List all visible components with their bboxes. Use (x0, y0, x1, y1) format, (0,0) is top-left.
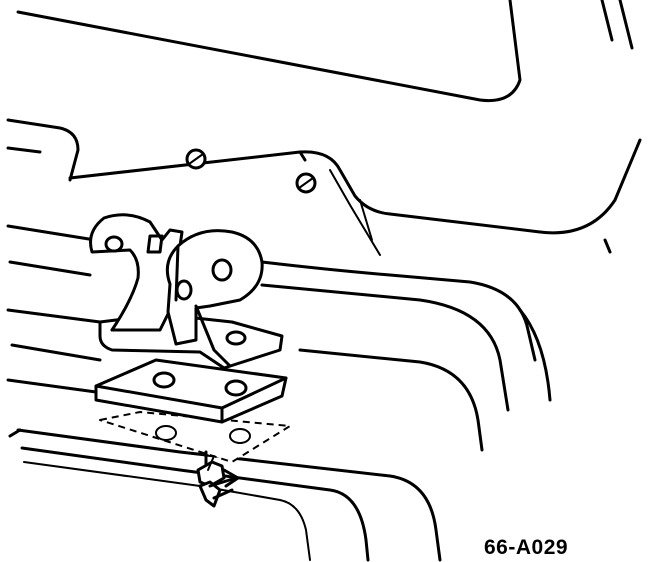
gasket (99, 411, 291, 463)
body-lines (6, 224, 612, 452)
hinge (89, 213, 284, 370)
spacer-plate (94, 358, 288, 424)
panel-screw-left (185, 148, 207, 170)
lid-panel (6, 0, 642, 256)
retaining-screw (196, 450, 240, 508)
frame-edge (8, 428, 442, 562)
figure-code-label: 66-A029 (484, 536, 569, 559)
panel-screw-right (295, 172, 317, 194)
